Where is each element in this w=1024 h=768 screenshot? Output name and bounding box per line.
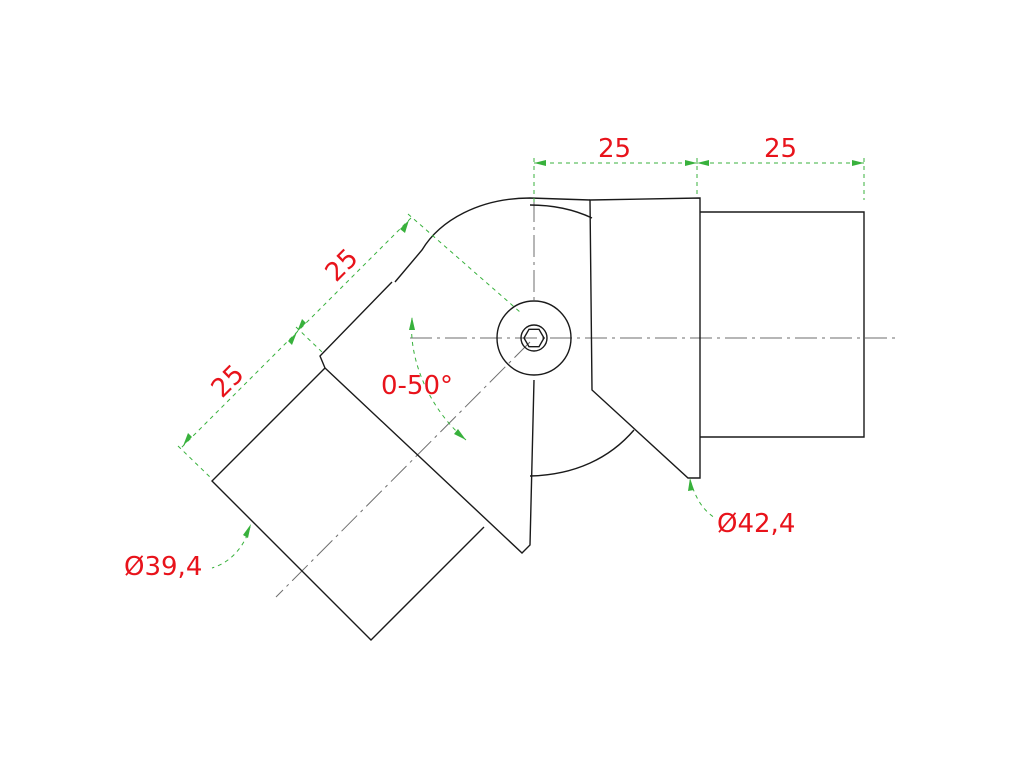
ext-line-diag-2 — [295, 326, 323, 353]
angle-arrow-bottom — [454, 429, 466, 440]
leader-left-arrow — [243, 524, 251, 538]
right-fitting-body — [394, 197, 865, 479]
hex-socket-icon — [523, 328, 545, 348]
diameter-left: Ø39,4 — [124, 524, 251, 582]
leader-right-arrow — [688, 478, 694, 491]
angle-label: 0-50° — [381, 371, 453, 401]
angle-arrow-top — [409, 317, 415, 330]
bolt-head — [496, 300, 572, 376]
hinge-bolt — [496, 300, 572, 376]
dim-label-top-left: 25 — [598, 134, 631, 164]
arrow-top-1 — [534, 160, 546, 166]
ext-line-diag-1 — [407, 213, 521, 313]
angled-collar — [319, 281, 535, 554]
center-lines — [275, 200, 900, 598]
arrow-top-2a — [685, 160, 697, 166]
arrow-top-3 — [852, 160, 864, 166]
inner-hinge-edge — [529, 204, 593, 219]
top-dimensions: 25 25 — [533, 134, 865, 205]
angle-dimension: 0-50° — [381, 317, 467, 441]
right-collar — [589, 197, 701, 479]
dim-label-top-right: 25 — [764, 134, 797, 164]
dim-label-diag-lower: 25 — [206, 359, 251, 404]
ext-line-diag-3 — [177, 445, 213, 480]
arrow-top-2b — [697, 160, 709, 166]
arrow-diag-4 — [183, 433, 192, 446]
lower-hinge-arc — [529, 429, 635, 477]
angled-fitting-body — [211, 281, 535, 641]
upper-hinge-arc — [394, 197, 591, 283]
angled-tube — [211, 367, 485, 641]
leader-right — [689, 479, 716, 519]
angled-center-line — [275, 341, 531, 598]
arrow-diag-1 — [400, 220, 409, 233]
right-tube — [700, 211, 865, 438]
diameter-left-label: Ø39,4 — [124, 552, 202, 582]
arrow-diag-3 — [288, 332, 297, 345]
leader-left — [211, 526, 251, 569]
dim-label-diag-upper: 25 — [320, 243, 365, 288]
diameter-right: Ø42,4 — [688, 478, 795, 539]
diagonal-dimensions: 25 25 — [177, 213, 521, 480]
bolt-socket-ring — [520, 324, 548, 352]
angle-arc — [411, 317, 467, 441]
arrow-diag-2 — [297, 319, 306, 332]
diameter-right-label: Ø42,4 — [717, 509, 795, 539]
